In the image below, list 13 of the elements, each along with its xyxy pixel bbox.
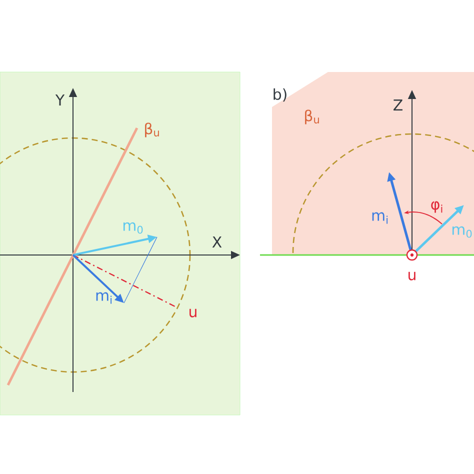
axis-label: b) <box>274 88 286 102</box>
axis-label: Y <box>55 94 65 106</box>
vector-label: m$_{0}$ <box>452 226 472 238</box>
vector-label: m$_{i}$ <box>372 212 388 224</box>
plane-label: β$_{u}$ <box>145 122 159 138</box>
vector-label: u <box>190 308 196 318</box>
vector-label: u <box>408 272 416 280</box>
vector-label: m$_{i}$ <box>96 292 112 304</box>
plane-label: β$_{u}$ <box>305 110 319 124</box>
vector-label: φ$_{i}$ <box>431 201 442 213</box>
axis-label: Z <box>394 100 402 110</box>
axis-label: X <box>212 236 222 248</box>
vector-label: m$_{0}$ <box>123 222 143 234</box>
